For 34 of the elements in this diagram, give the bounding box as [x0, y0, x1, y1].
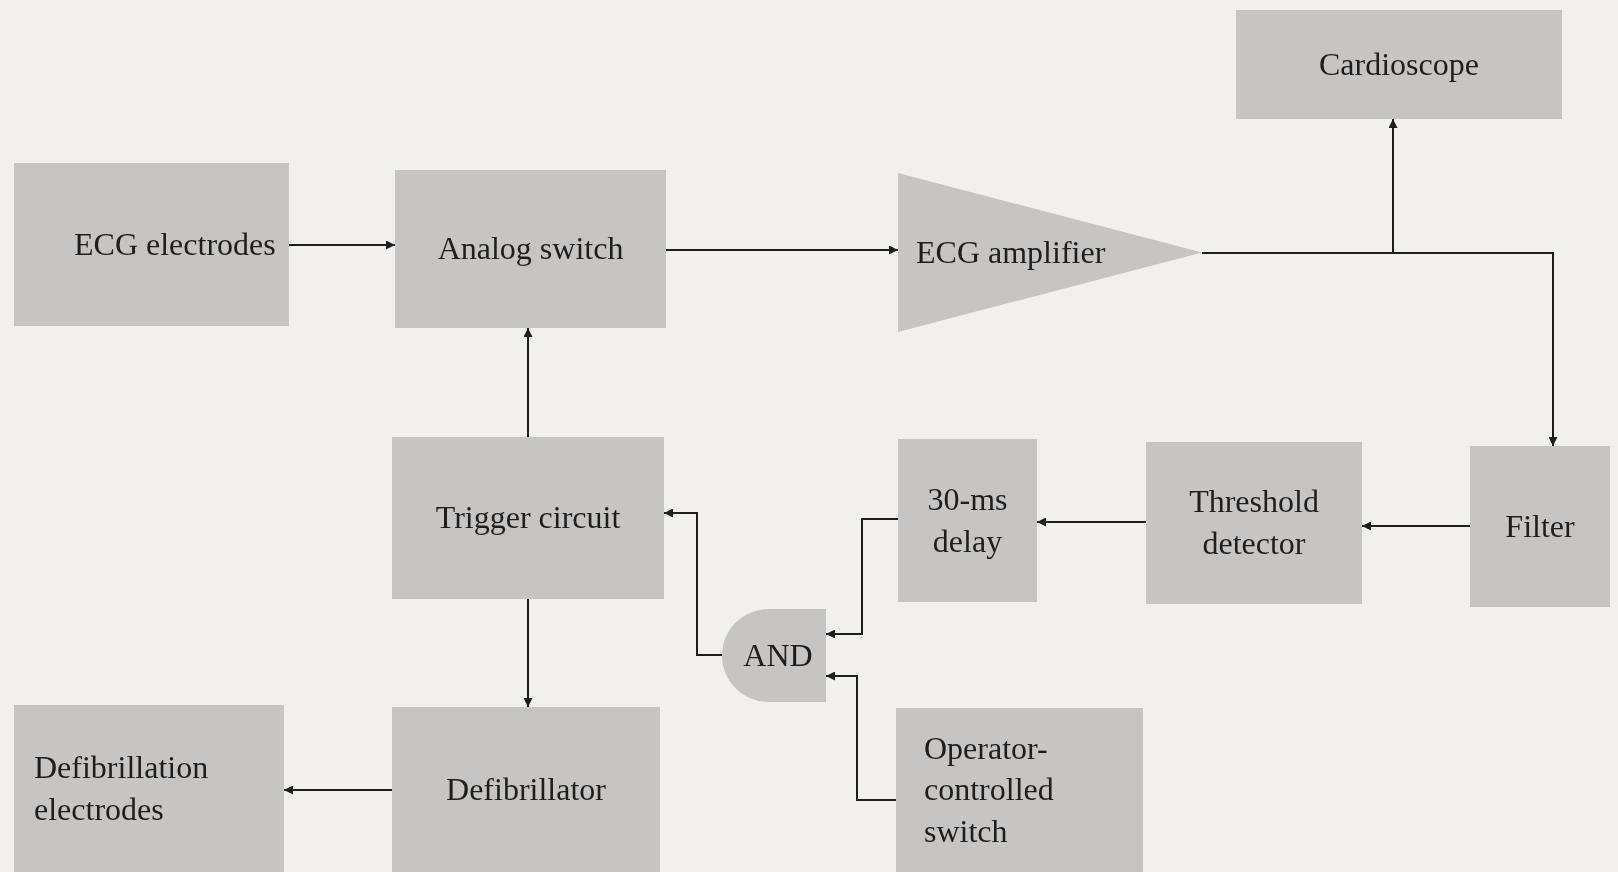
block-label: Threshold detector — [1188, 482, 1320, 563]
block-box — [896, 708, 1143, 872]
block-label: Defibrillation electrodes — [34, 747, 210, 829]
block-label: Analog switch — [437, 229, 624, 269]
arrow — [663, 508, 723, 656]
block-label: Operator-controlled switch — [924, 728, 1055, 851]
block-box — [395, 170, 666, 328]
block-box — [14, 163, 289, 326]
arrow — [825, 518, 899, 639]
amplifier-triangle — [898, 173, 1202, 332]
arrow — [1036, 517, 1147, 527]
arrow — [523, 327, 533, 438]
block-label: ECG electrodes — [74, 224, 276, 264]
block-label: 30-ms delay — [926, 479, 1009, 561]
arrow — [665, 245, 899, 255]
block-label: Filter — [1505, 506, 1575, 546]
block-box — [1470, 446, 1610, 607]
block-box — [392, 437, 664, 599]
block-label: ECG amplifier — [916, 232, 1106, 272]
arrow — [523, 598, 533, 708]
block-label: Trigger circuit — [435, 498, 621, 538]
arrow — [288, 240, 396, 250]
and-gate — [722, 609, 826, 702]
block-label: AND — [743, 635, 813, 675]
block-box — [1146, 442, 1362, 604]
block-box — [1236, 10, 1562, 119]
arrow — [825, 671, 897, 801]
block-box — [392, 707, 660, 872]
arrow — [283, 785, 393, 795]
block-label: Cardioscope — [1319, 44, 1479, 84]
arrow — [1361, 521, 1471, 531]
block-box — [14, 705, 284, 872]
block-label: Defibrillator — [446, 769, 606, 809]
block-box — [898, 439, 1037, 602]
